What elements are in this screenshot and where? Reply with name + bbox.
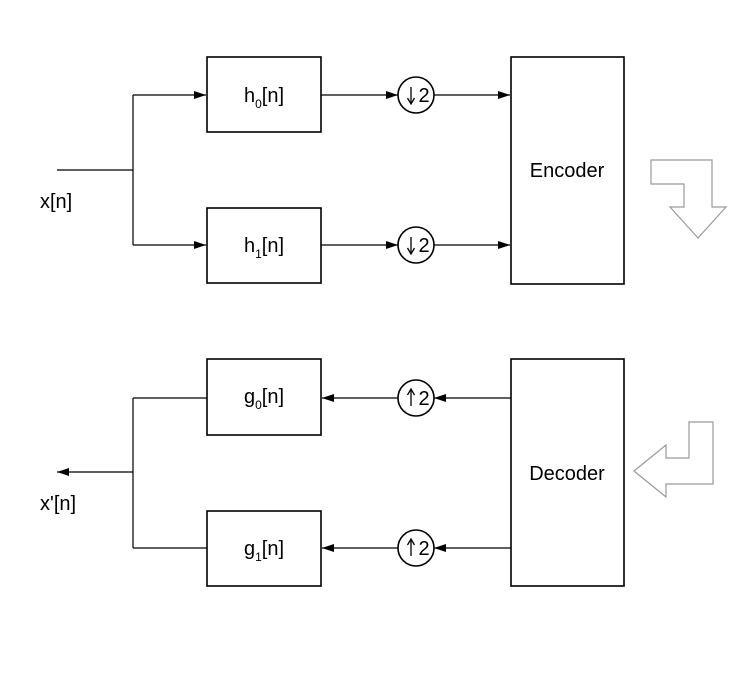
hollow-turn-left-arrow-icon [633, 421, 714, 499]
filter-h0-rest: [n] [262, 85, 284, 107]
up-arrow-icon [406, 537, 416, 556]
filter-g0-rest: [n] [262, 386, 284, 408]
svg-text:2: 2 [418, 85, 429, 107]
downsampler-bottom: 2 [397, 226, 435, 264]
svg-text:Decoder: Decoder [529, 463, 605, 485]
filter-h0-block: h0[n] [206, 56, 322, 133]
filter-h1-base: h [244, 235, 255, 257]
svg-text:Encoder: Encoder [530, 160, 605, 182]
output-label: x'[n] [40, 493, 76, 515]
svg-text:h0[n]: h0[n] [244, 85, 284, 111]
filter-g0-sub: 0 [255, 398, 262, 412]
svg-text:2: 2 [418, 388, 429, 410]
filter-h1-block: h1[n] [206, 207, 322, 284]
filter-h0-base: h [244, 85, 255, 107]
hollow-turn-down-arrow-icon [650, 159, 728, 239]
down-arrow-icon [406, 237, 416, 256]
svg-text:h1[n]: h1[n] [244, 235, 284, 261]
encoder-block: Encoder [510, 56, 625, 285]
svg-text:2: 2 [418, 235, 429, 257]
svg-text:2: 2 [418, 538, 429, 560]
filter-h1-rest: [n] [262, 235, 284, 257]
filter-g1-block: g1[n] [206, 510, 322, 587]
downsampler-top: 2 [397, 76, 435, 114]
filter-g1-rest: [n] [262, 538, 284, 560]
decoder-block: Decoder [510, 358, 625, 587]
filter-g1-sub: 1 [255, 550, 262, 564]
svg-text:g1[n]: g1[n] [244, 538, 284, 564]
down-arrow-icon [406, 87, 416, 106]
svg-text:g0[n]: g0[n] [244, 386, 284, 412]
filter-h0-sub: 0 [255, 97, 262, 111]
up-arrow-icon [406, 387, 416, 406]
input-label: x[n] [40, 191, 72, 213]
filter-g1-base: g [244, 538, 255, 560]
analysis-section: x[n] h0[n] h1[n] 2 [40, 56, 728, 285]
upsampler-bottom: 2 [397, 529, 435, 567]
synthesis-section: Decoder 2 2 [40, 358, 714, 587]
upsampler-top: 2 [397, 379, 435, 417]
filter-h1-sub: 1 [255, 247, 262, 261]
filter-g0-base: g [244, 386, 255, 408]
filter-g0-block: g0[n] [206, 358, 322, 436]
